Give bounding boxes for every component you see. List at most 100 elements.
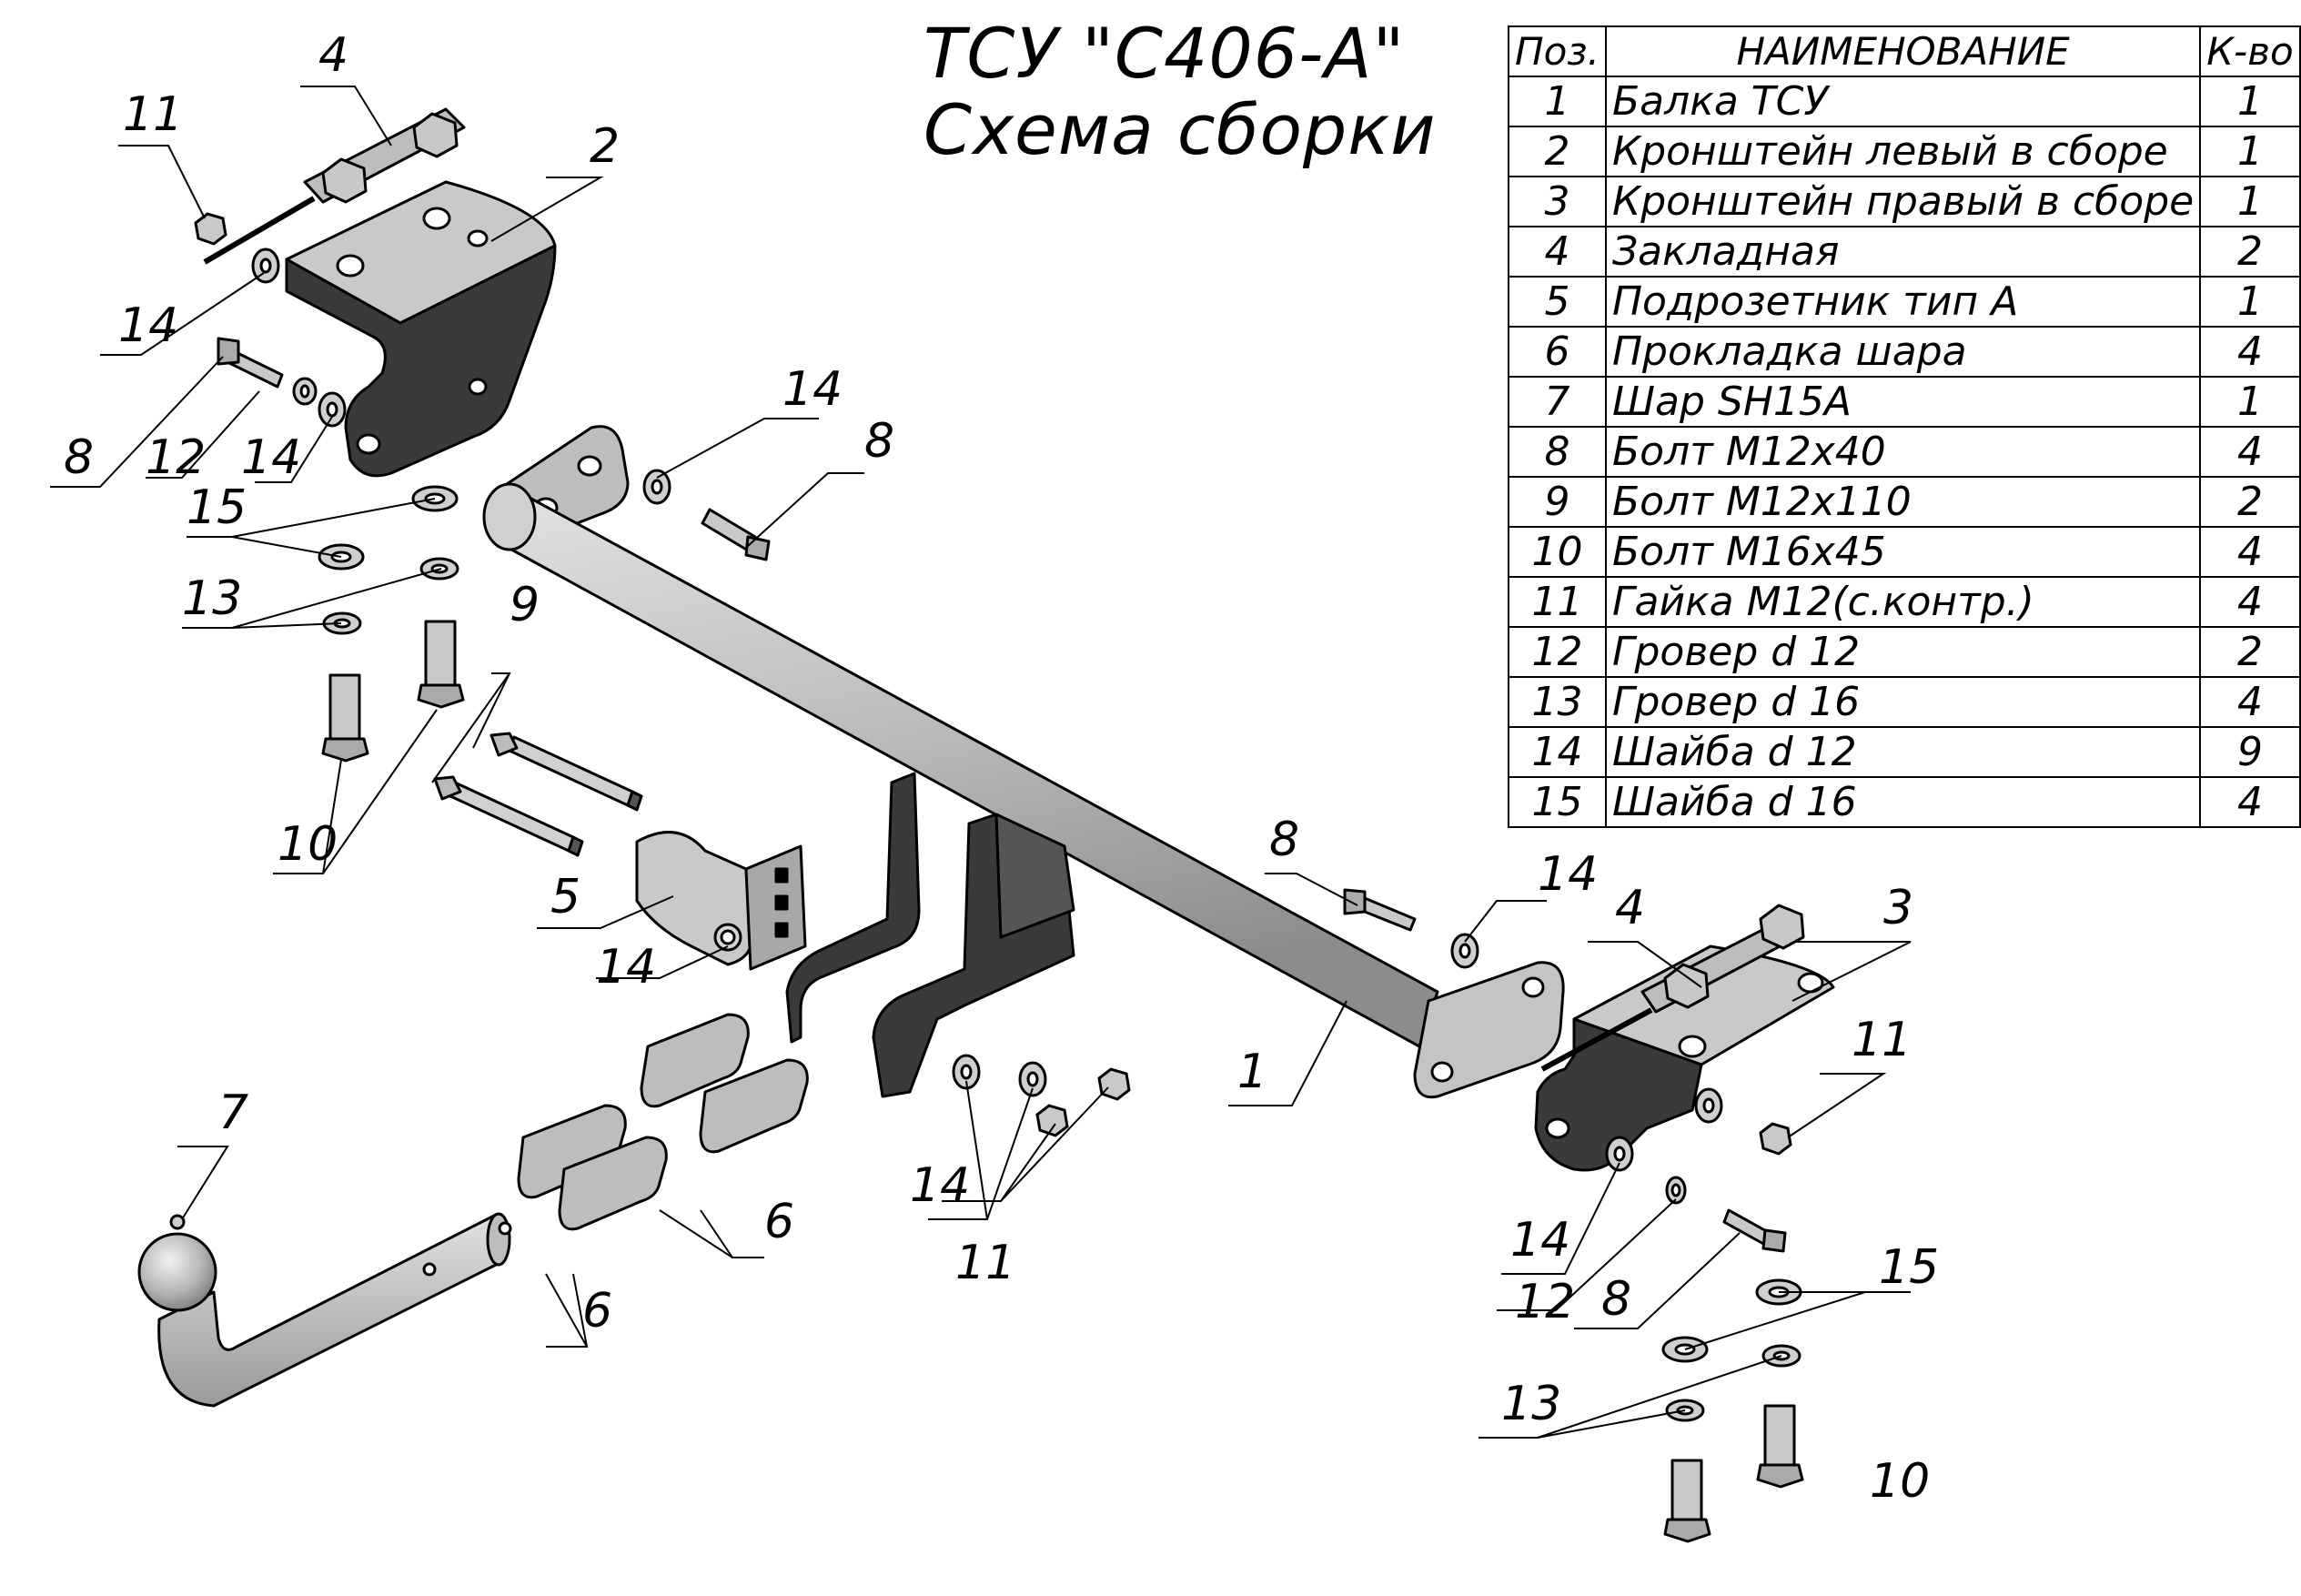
spec-cell-qty: 1 xyxy=(2199,276,2301,328)
callout-14-right-low: 14 xyxy=(1510,1213,1570,1268)
callout-15-right: 15 xyxy=(1879,1240,1939,1295)
spec-cell-qty: 1 xyxy=(2199,176,2301,227)
callout-12-right: 12 xyxy=(1515,1275,1575,1329)
callout-14-right-top: 14 xyxy=(1538,847,1598,902)
callout-4-left: 4 xyxy=(318,28,348,83)
callout-8-lower: 8 xyxy=(1601,1272,1631,1327)
spec-cell-name: Шайба d 12 xyxy=(1604,726,2202,778)
spec-cell-name: Кронштейн правый в сборе xyxy=(1604,176,2202,227)
callout-5: 5 xyxy=(550,870,580,924)
callout-13-left: 13 xyxy=(182,571,242,626)
part-1-beam xyxy=(482,425,1565,1099)
callout-10-left: 10 xyxy=(278,817,338,872)
spec-cell-qty: 2 xyxy=(2199,226,2301,278)
callout-11-left: 11 xyxy=(123,87,183,142)
spec-cell-qty: 4 xyxy=(2199,776,2301,828)
callout-9: 9 xyxy=(510,578,540,632)
spec-cell-pos: 5 xyxy=(1508,276,1607,328)
spec-cell-name: Гровер d 12 xyxy=(1604,626,2202,678)
spec-cell-name: Подрозетник тип А xyxy=(1604,276,2202,328)
spec-cell-name: Кронштейн левый в сборе xyxy=(1604,126,2202,177)
spec-cell-name: Шар SH15A xyxy=(1604,376,2202,428)
spec-cell-pos: 8 xyxy=(1508,426,1607,478)
callout-14-center-top: 14 xyxy=(782,362,843,417)
callout-7: 7 xyxy=(218,1086,248,1140)
callout-15-left: 15 xyxy=(187,480,247,535)
callout-13-right: 13 xyxy=(1501,1377,1561,1431)
spec-cell-qty: 1 xyxy=(2199,126,2301,177)
spec-cell-name: Шайба d 16 xyxy=(1604,776,2202,828)
callout-labels: 1 2 3 4 4 5 6 6 7 8 8 8 8 9 10 10 11 11 … xyxy=(64,28,1939,1509)
callout-4-right: 4 xyxy=(1615,881,1645,935)
part-6-spacers xyxy=(517,1013,809,1231)
spec-cell-pos: 2 xyxy=(1508,126,1607,177)
spec-cell-pos: 11 xyxy=(1508,576,1607,628)
spec-cell-qty: 4 xyxy=(2199,676,2301,728)
callout-8-left: 8 xyxy=(64,430,94,485)
spec-cell-name: Закладная xyxy=(1604,226,2202,278)
spec-cell-pos: 15 xyxy=(1508,776,1607,828)
callout-6-top: 6 xyxy=(764,1195,794,1249)
callout-14-left-mid: 14 xyxy=(241,430,301,485)
header-qty: К-во xyxy=(2199,25,2301,77)
callout-3: 3 xyxy=(1883,881,1913,935)
spec-cell-pos: 14 xyxy=(1508,726,1607,778)
callout-10-right: 10 xyxy=(1870,1454,1930,1509)
spec-cell-qty: 1 xyxy=(2199,376,2301,428)
spec-cell-qty: 4 xyxy=(2199,426,2301,478)
callout-14-left-top: 14 xyxy=(118,298,178,353)
spec-cell-qty: 2 xyxy=(2199,476,2301,528)
spec-cell-pos: 7 xyxy=(1508,376,1607,428)
spec-cell-qty: 1 xyxy=(2199,76,2301,127)
spec-cell-qty: 2 xyxy=(2199,626,2301,678)
callout-2: 2 xyxy=(590,119,620,174)
spec-cell-name: Болт М12х40 xyxy=(1604,426,2202,478)
spec-cell-qty: 4 xyxy=(2199,526,2301,578)
spec-cell-name: Гровер d 16 xyxy=(1604,676,2202,728)
spec-cell-pos: 4 xyxy=(1508,226,1607,278)
part-4-embed-left xyxy=(203,107,466,265)
header-pos: Поз. xyxy=(1508,25,1607,77)
diagram-subtitle: Схема сборки xyxy=(923,89,1437,170)
callout-11-center: 11 xyxy=(955,1236,1015,1290)
callout-1: 1 xyxy=(1237,1045,1267,1099)
part-9-long-bolts xyxy=(433,732,643,857)
spec-cell-name: Балка ТСУ xyxy=(1604,76,2202,127)
spec-cell-qty: 4 xyxy=(2199,326,2301,378)
part-5-socket-holder xyxy=(635,831,807,971)
callout-8-center: 8 xyxy=(864,414,894,469)
spec-cell-pos: 10 xyxy=(1508,526,1607,578)
part-11-nuts xyxy=(194,212,1792,1156)
part-10-bolts xyxy=(321,620,1804,1543)
spec-cell-pos: 13 xyxy=(1508,676,1607,728)
spec-header-row: Поз. НАИМЕНОВАНИЕ К-во xyxy=(1508,25,2301,77)
spec-cell-pos: 9 xyxy=(1508,476,1607,528)
spec-cell-qty: 9 xyxy=(2199,726,2301,778)
callout-12-left: 12 xyxy=(146,430,206,485)
callout-14-center-low: 14 xyxy=(910,1158,970,1213)
spec-cell-name: Болт М12х110 xyxy=(1604,476,2202,528)
leader-lines xyxy=(50,86,1912,1439)
spec-cell-name: Болт М16х45 xyxy=(1604,526,2202,578)
callout-6-bottom: 6 xyxy=(582,1284,612,1338)
callout-8-right: 8 xyxy=(1269,813,1299,867)
part-3-right-bracket xyxy=(1534,904,1835,1172)
header-name: НАИМЕНОВАНИЕ xyxy=(1604,25,2202,77)
callout-11-right: 11 xyxy=(1852,1013,1912,1067)
